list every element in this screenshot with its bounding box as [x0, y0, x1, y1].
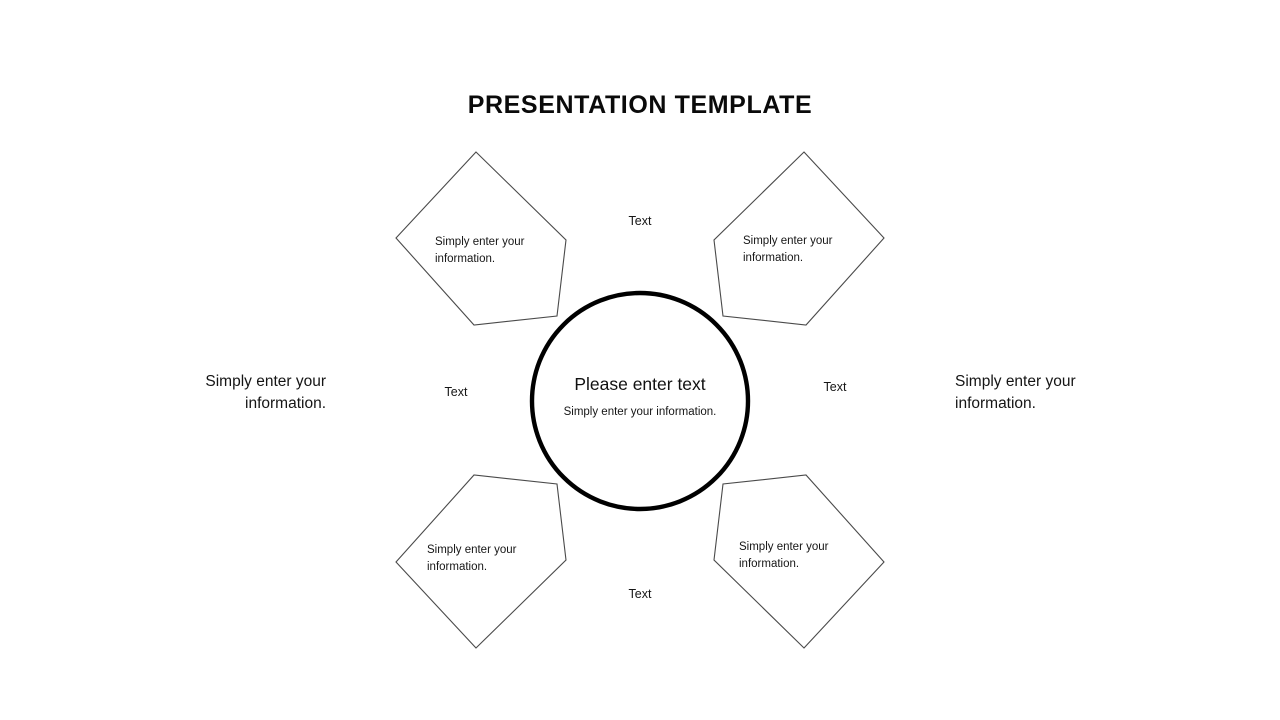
pentagon-bottom-left[interactable]: [395, 474, 567, 649]
pentagon-top-left[interactable]: [395, 151, 567, 326]
center-heading: Please enter text: [574, 374, 706, 394]
pentagon-top-right[interactable]: [713, 151, 885, 326]
center-circle[interactable]: [529, 290, 751, 512]
side-caption-left: Simply enter your information.: [205, 373, 326, 412]
pentagon-caption-bottom-right: Simply enter your information.: [739, 541, 829, 570]
spoke-label-top: Text: [628, 214, 652, 228]
center-body-text: Simply enter your information.: [563, 406, 717, 418]
pentagon-caption-top-left: Simply enter your information.: [435, 236, 525, 265]
side-caption-right: Simply enter your information.: [955, 373, 1076, 412]
pentagon-bottom-right[interactable]: [713, 474, 885, 649]
spoke-label-bottom: Text: [628, 587, 652, 601]
spoke-label-left: Text: [444, 385, 468, 399]
pentagon-caption-bottom-left: Simply enter your information.: [427, 544, 517, 573]
page-title: PRESENTATION TEMPLATE: [467, 91, 813, 119]
spoke-label-right: Text: [823, 380, 847, 394]
pentagon-caption-top-right: Simply enter your information.: [743, 235, 833, 264]
